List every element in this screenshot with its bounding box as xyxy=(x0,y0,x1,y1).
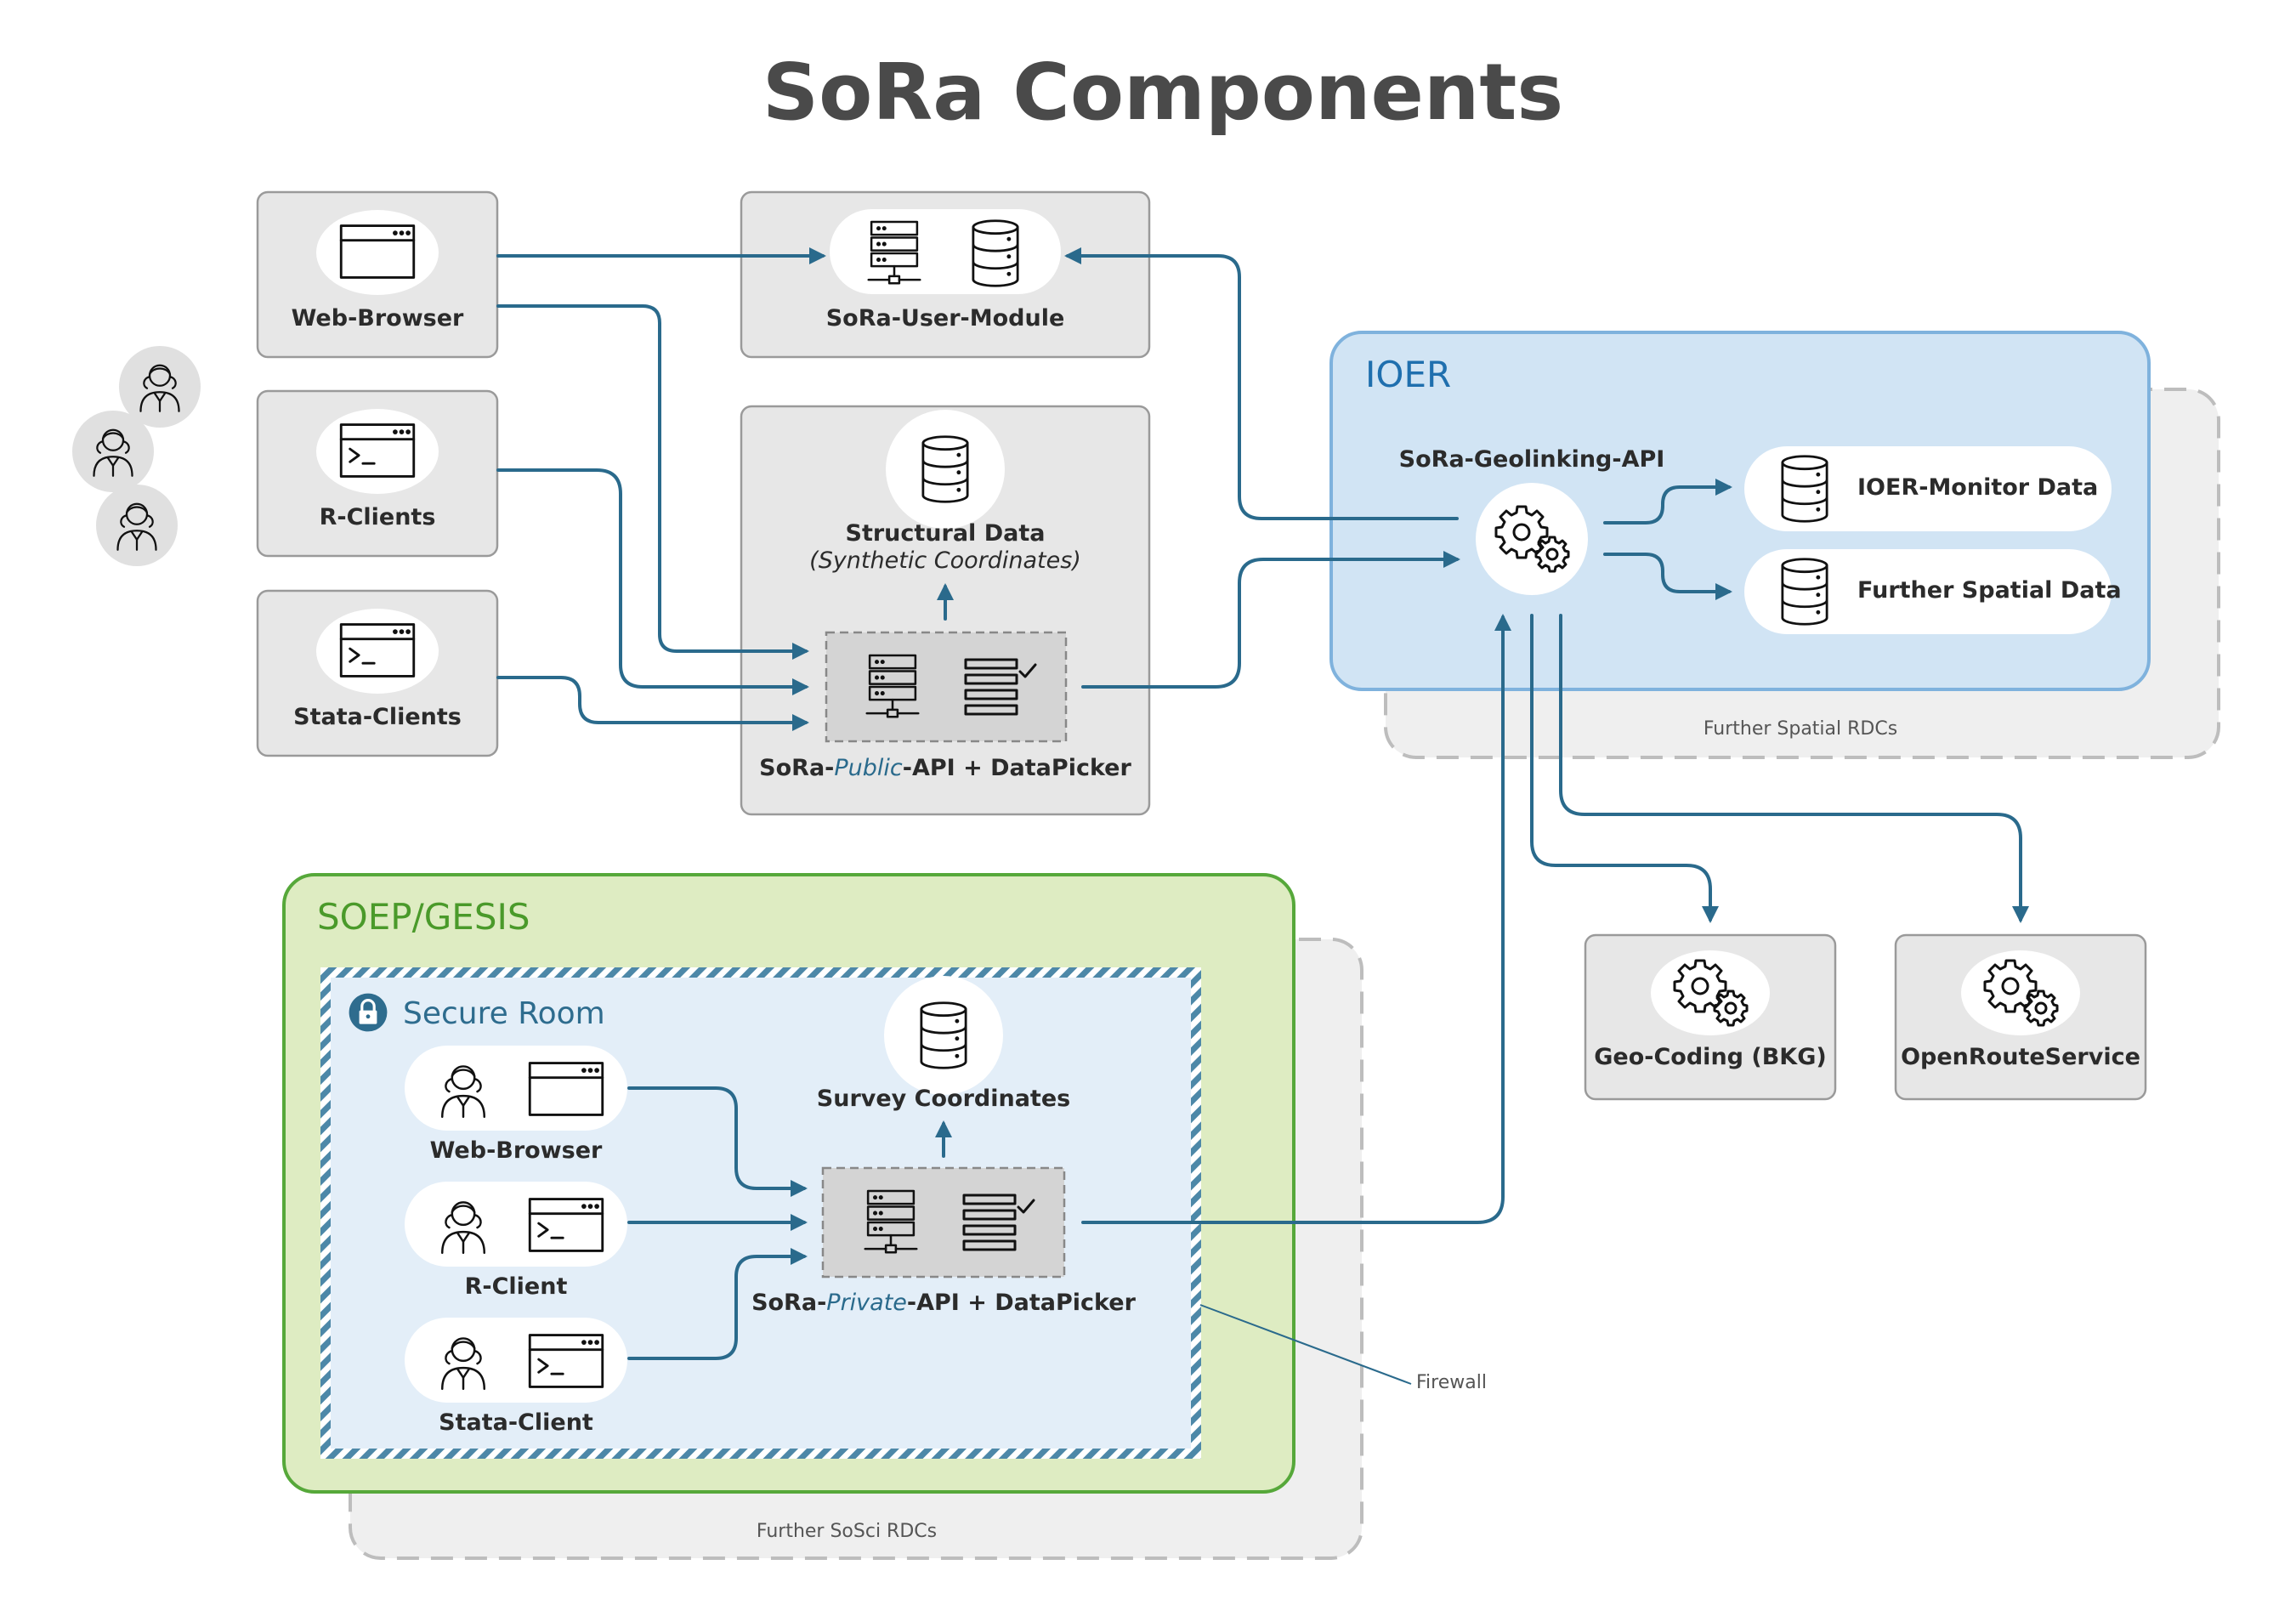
secure-web-browser-label: Web-Browser xyxy=(430,1137,603,1164)
arrow-secure-web-browser-to-private-api xyxy=(627,1086,808,1197)
secure-web-browser-pill[interactable] xyxy=(405,1046,627,1131)
stata-clients-label: Stata-Clients xyxy=(293,704,462,730)
arrow-private-api-to-geolinking xyxy=(1081,614,1511,1224)
user-module-label: SoRa-User-Module xyxy=(826,305,1065,332)
firewall-label: Firewall xyxy=(1416,1372,1487,1393)
firewall-pointer xyxy=(1199,1304,1412,1385)
survey-coordinates-icon-bg xyxy=(884,976,1003,1095)
openroute-label: OpenRouteService xyxy=(1901,1044,2140,1070)
structural-data-label: Structural Data xyxy=(846,520,1046,547)
public-api-node[interactable] xyxy=(825,631,1068,743)
further-spatial-data-pill[interactable] xyxy=(1744,549,2112,634)
arrow-stata-clients-to-public-api xyxy=(496,676,809,731)
arrow-secure-stata-client-to-private-api xyxy=(627,1248,808,1360)
arrow-geolinking-to-openroute xyxy=(1559,614,2029,923)
arrow-geolinking-to-monitor-data xyxy=(1603,479,1732,524)
arrow-public-api-to-geolinking xyxy=(1081,551,1460,689)
geolinking-api-label: SoRa-Geolinking-API xyxy=(1399,446,1665,473)
further-spatial-data-label: Further Spatial Data xyxy=(1857,577,2122,604)
lock-icon xyxy=(348,992,388,1033)
structural-data-sublabel: (Synthetic Coordinates) xyxy=(809,547,1081,574)
ioer-group: IOER SoRa-Geolinking-API IOER-Monitor Da… xyxy=(1329,331,2151,691)
further-sosci-rdcs-label: Further SoSci RDCs xyxy=(757,1521,937,1542)
arrow-r-clients-to-public-api xyxy=(496,468,809,695)
secure-r-client-label: R-Client xyxy=(465,1273,568,1300)
openroute-icon-bg xyxy=(1961,950,2080,1035)
ioer-monitor-data-pill[interactable] xyxy=(1744,446,2112,531)
arrow-geolinking-to-further-spatial xyxy=(1603,553,1732,600)
user-module-icon-bg xyxy=(830,209,1061,294)
r-clients-icon-bg xyxy=(316,409,439,494)
stata-clients-icon-bg xyxy=(316,609,439,694)
secure-stata-client-label: Stata-Client xyxy=(439,1409,593,1436)
geocoding-label: Geo-Coding (BKG) xyxy=(1594,1044,1826,1070)
geocoding-icon-bg xyxy=(1651,950,1770,1035)
ioer-monitor-data-label: IOER-Monitor Data xyxy=(1857,474,2098,501)
secure-r-client-pill[interactable] xyxy=(405,1182,627,1267)
ioer-title: IOER xyxy=(1365,354,1451,395)
private-api-node[interactable] xyxy=(821,1166,1066,1279)
web-browser-icon-bg xyxy=(316,210,439,295)
connectors xyxy=(496,247,2029,1360)
arrow-web-browser-to-public-api xyxy=(496,304,809,660)
arrow-geolinking-to-user-module xyxy=(1064,247,1459,520)
survey-coordinates-label: Survey Coordinates xyxy=(817,1086,1070,1112)
secure-stata-client-pill[interactable] xyxy=(405,1318,627,1403)
r-clients-label: R-Clients xyxy=(320,504,436,530)
private-api-label: SoRa-Private-API + DataPicker xyxy=(751,1290,1137,1316)
secure-room-title: Secure Room xyxy=(403,996,605,1031)
user-group-icon xyxy=(72,346,201,566)
page-title: SoRa Components xyxy=(762,47,1563,138)
structural-data-icon-bg xyxy=(886,410,1005,529)
soep-gesis-title: SOEP/GESIS xyxy=(317,896,530,938)
web-browser-label: Web-Browser xyxy=(292,305,464,332)
public-api-label: SoRa-Public-API + DataPicker xyxy=(759,755,1131,781)
geolinking-api-node[interactable] xyxy=(1476,483,1588,595)
further-spatial-rdcs-label: Further Spatial RDCs xyxy=(1704,718,1897,740)
arrow-geolinking-to-geocoding xyxy=(1530,614,1719,923)
